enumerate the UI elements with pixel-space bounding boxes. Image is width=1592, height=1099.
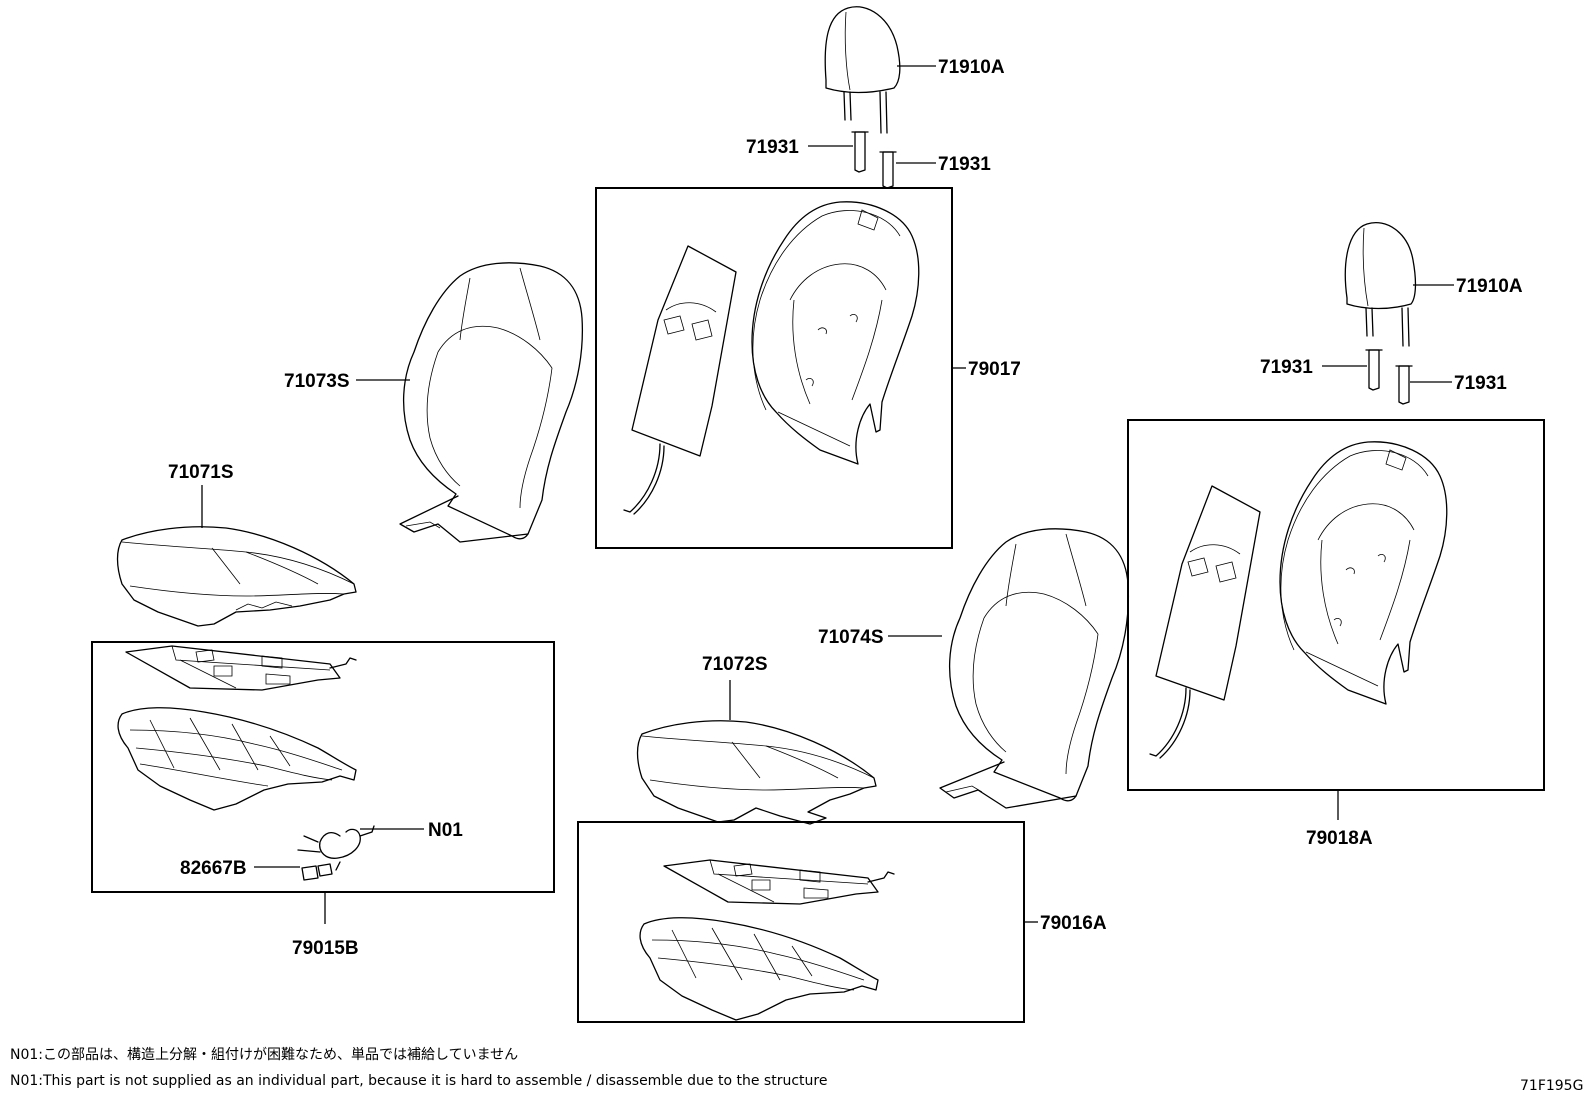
seat-cushion-pad-center <box>639 917 879 1021</box>
label-n01: N01 <box>428 820 463 841</box>
seat-heater-mat-left <box>125 645 357 691</box>
label-79017: 79017 <box>968 359 1021 380</box>
label-71073s: 71073S <box>284 371 350 392</box>
wire-harness-n01 <box>297 825 375 871</box>
seat-cushion-cover-left <box>116 526 357 627</box>
label-79016a: 79016A <box>1040 913 1107 934</box>
label-71910a-top: 71910A <box>938 57 1005 78</box>
seat-cushion-cover-center <box>636 720 877 825</box>
label-71910a-right: 71910A <box>1456 276 1523 297</box>
seat-heater-mat-center <box>663 859 895 905</box>
label-71074s: 71074S <box>818 627 884 648</box>
label-79018a: 79018A <box>1306 828 1373 849</box>
guide-right-right <box>1395 365 1413 405</box>
label-71931-right-right: 71931 <box>1454 373 1507 394</box>
guide-top-right <box>879 151 897 189</box>
label-71071s: 71071S <box>168 462 234 483</box>
connector-82667b <box>301 863 333 881</box>
footnote-english: N01:This part is not supplied as an indi… <box>10 1073 827 1089</box>
label-79015b: 79015B <box>292 938 359 959</box>
diagram-code: 71F195G <box>1520 1078 1583 1094</box>
box-79016a <box>577 821 1025 1023</box>
guide-right-left <box>1365 349 1383 391</box>
seat-back-cover-left <box>399 262 584 543</box>
seat-back-assembly-center <box>623 201 920 515</box>
label-82667b: 82667B <box>180 858 247 879</box>
box-79015b <box>91 641 555 893</box>
footnote-japanese: N01:この部品は、構造上分解・組付けが困難なため、単品では補給していません <box>10 1047 518 1063</box>
leader-lines <box>201 65 1454 924</box>
guide-top-left <box>851 131 869 173</box>
box-79017 <box>595 187 953 549</box>
label-71931-top-left: 71931 <box>746 137 799 158</box>
headrest-right <box>1344 222 1417 347</box>
label-71072s: 71072S <box>702 654 768 675</box>
seat-cushion-pad-left <box>117 707 357 811</box>
seat-back-assembly-right <box>1149 441 1448 759</box>
headrest-top <box>824 6 901 134</box>
label-71931-right-left: 71931 <box>1260 357 1313 378</box>
seat-back-cover-right <box>939 528 1130 809</box>
label-71931-top-right: 71931 <box>938 154 991 175</box>
box-79018a <box>1127 419 1545 791</box>
